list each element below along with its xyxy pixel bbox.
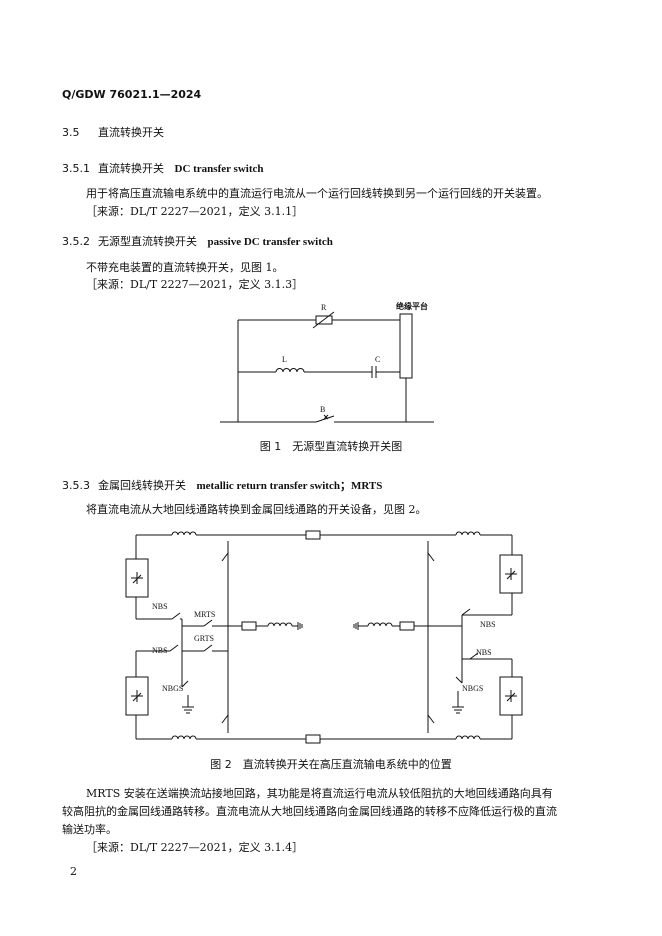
converter-valve-upper-right bbox=[499, 554, 523, 594]
label-platform: 绝缘平台 bbox=[396, 301, 428, 311]
term-title-cn: 无源型直流转换开关 bbox=[98, 235, 197, 248]
smoothing-reactor-top-right bbox=[455, 531, 481, 536]
figure-1-circuit: R L C 绝缘平台 B bbox=[220, 298, 450, 428]
figure-2-circuit: NBS NBS MRTS GRTS NBGS bbox=[118, 527, 532, 747]
label-nbs-lower-left: NBS bbox=[152, 646, 168, 655]
converter-valve-upper-left bbox=[125, 558, 149, 598]
term-title-en: DC transfer switch bbox=[174, 163, 264, 175]
figure-2-caption: 图 2 直流转换开关在高压直流输电系统中的位置 bbox=[210, 758, 452, 771]
figure-1-caption: 图 1 无源型直流转换开关图 bbox=[259, 440, 403, 453]
note-line-1: MRTS 安装在送端换流站接地回路，其功能是将直流运行电流从较低阻抗的大地回线通… bbox=[86, 787, 553, 800]
section-title: 直流转换开关 bbox=[98, 126, 164, 139]
definition-text: 将直流电流从大地回线通路转换到金属回线通路的开关设备，见图 2。 bbox=[86, 503, 427, 516]
converter-valve-lower-left bbox=[125, 676, 149, 716]
line-resistor-bottom bbox=[305, 734, 321, 744]
electrode-resistor-right bbox=[399, 621, 415, 631]
document-id: Q/GDW 76021.1—2024 bbox=[62, 88, 202, 101]
smoothing-reactor-bottom-left bbox=[171, 735, 197, 740]
label-nbs-lower-right: NBS bbox=[476, 648, 492, 657]
label-grts: GRTS bbox=[194, 634, 214, 643]
note-line-2: 较高阻抗的金属回线通路转移。直流电流从大地回线通路向金属回线通路的转移不应降低运… bbox=[62, 805, 557, 818]
definition-source: ［来源：DL/T 2227—2021，定义 3.1.3］ bbox=[86, 278, 304, 291]
definition-source: ［来源：DL/T 2227—2021，定义 3.1.4］ bbox=[86, 841, 304, 854]
smoothing-reactor-bottom-right bbox=[455, 735, 481, 740]
section-3-5-2-heading: 3.5.2 无源型直流转换开关 passive DC transfer switc… bbox=[62, 233, 333, 249]
label-mrts: MRTS bbox=[194, 610, 215, 619]
label-nbgs-right: NBGS bbox=[462, 684, 483, 693]
inductor-l bbox=[275, 368, 305, 373]
definition-text: 不带充电装置的直流转换开关，见图 1。 bbox=[86, 261, 284, 274]
converter-valve-lower-right bbox=[499, 676, 523, 716]
section-number: 3.5.1 bbox=[62, 162, 90, 175]
label-nbs-upper-left: NBS bbox=[152, 602, 168, 611]
definition-source: ［来源：DL/T 2227—2021，定义 3.1.1］ bbox=[86, 205, 304, 218]
label-l: L bbox=[282, 355, 287, 364]
label-nbgs-left: NBGS bbox=[162, 684, 183, 693]
term-title-en: metallic return transfer switch；MRTS bbox=[196, 480, 383, 492]
definition-text: 用于将高压直流输电系统中的直流运行电流从一个运行回线转换到另一个运行回线的开关装… bbox=[86, 187, 548, 200]
breaker-b bbox=[315, 415, 335, 423]
section-3-5-1-heading: 3.5.1 直流转换开关 DC transfer switch bbox=[62, 160, 264, 176]
page-number: 2 bbox=[70, 865, 77, 878]
label-r: R bbox=[321, 303, 327, 312]
electrode-reactor-left bbox=[267, 622, 293, 627]
section-3-5-heading: 3.5 直流转换开关 bbox=[62, 124, 164, 140]
electrode-reactor-right bbox=[367, 622, 393, 627]
smoothing-reactor-top-left bbox=[171, 531, 197, 536]
line-resistor-top bbox=[305, 530, 321, 540]
section-number: 3.5.2 bbox=[62, 235, 90, 248]
label-nbs-upper-right: NBS bbox=[480, 620, 496, 629]
electrode-resistor-left bbox=[241, 621, 257, 631]
note-line-3: 输送功率。 bbox=[62, 823, 117, 836]
term-title-cn: 金属回线转换开关 bbox=[98, 479, 186, 492]
term-title-cn: 直流转换开关 bbox=[98, 162, 164, 175]
section-number: 3.5 bbox=[62, 126, 80, 139]
label-c: C bbox=[375, 355, 380, 364]
insulating-platform bbox=[399, 313, 413, 379]
section-number: 3.5.3 bbox=[62, 479, 90, 492]
term-title-en: passive DC transfer switch bbox=[207, 236, 333, 248]
label-b: B bbox=[320, 405, 325, 414]
section-3-5-3-heading: 3.5.3 金属回线转换开关 metallic return transfer s… bbox=[62, 477, 382, 493]
